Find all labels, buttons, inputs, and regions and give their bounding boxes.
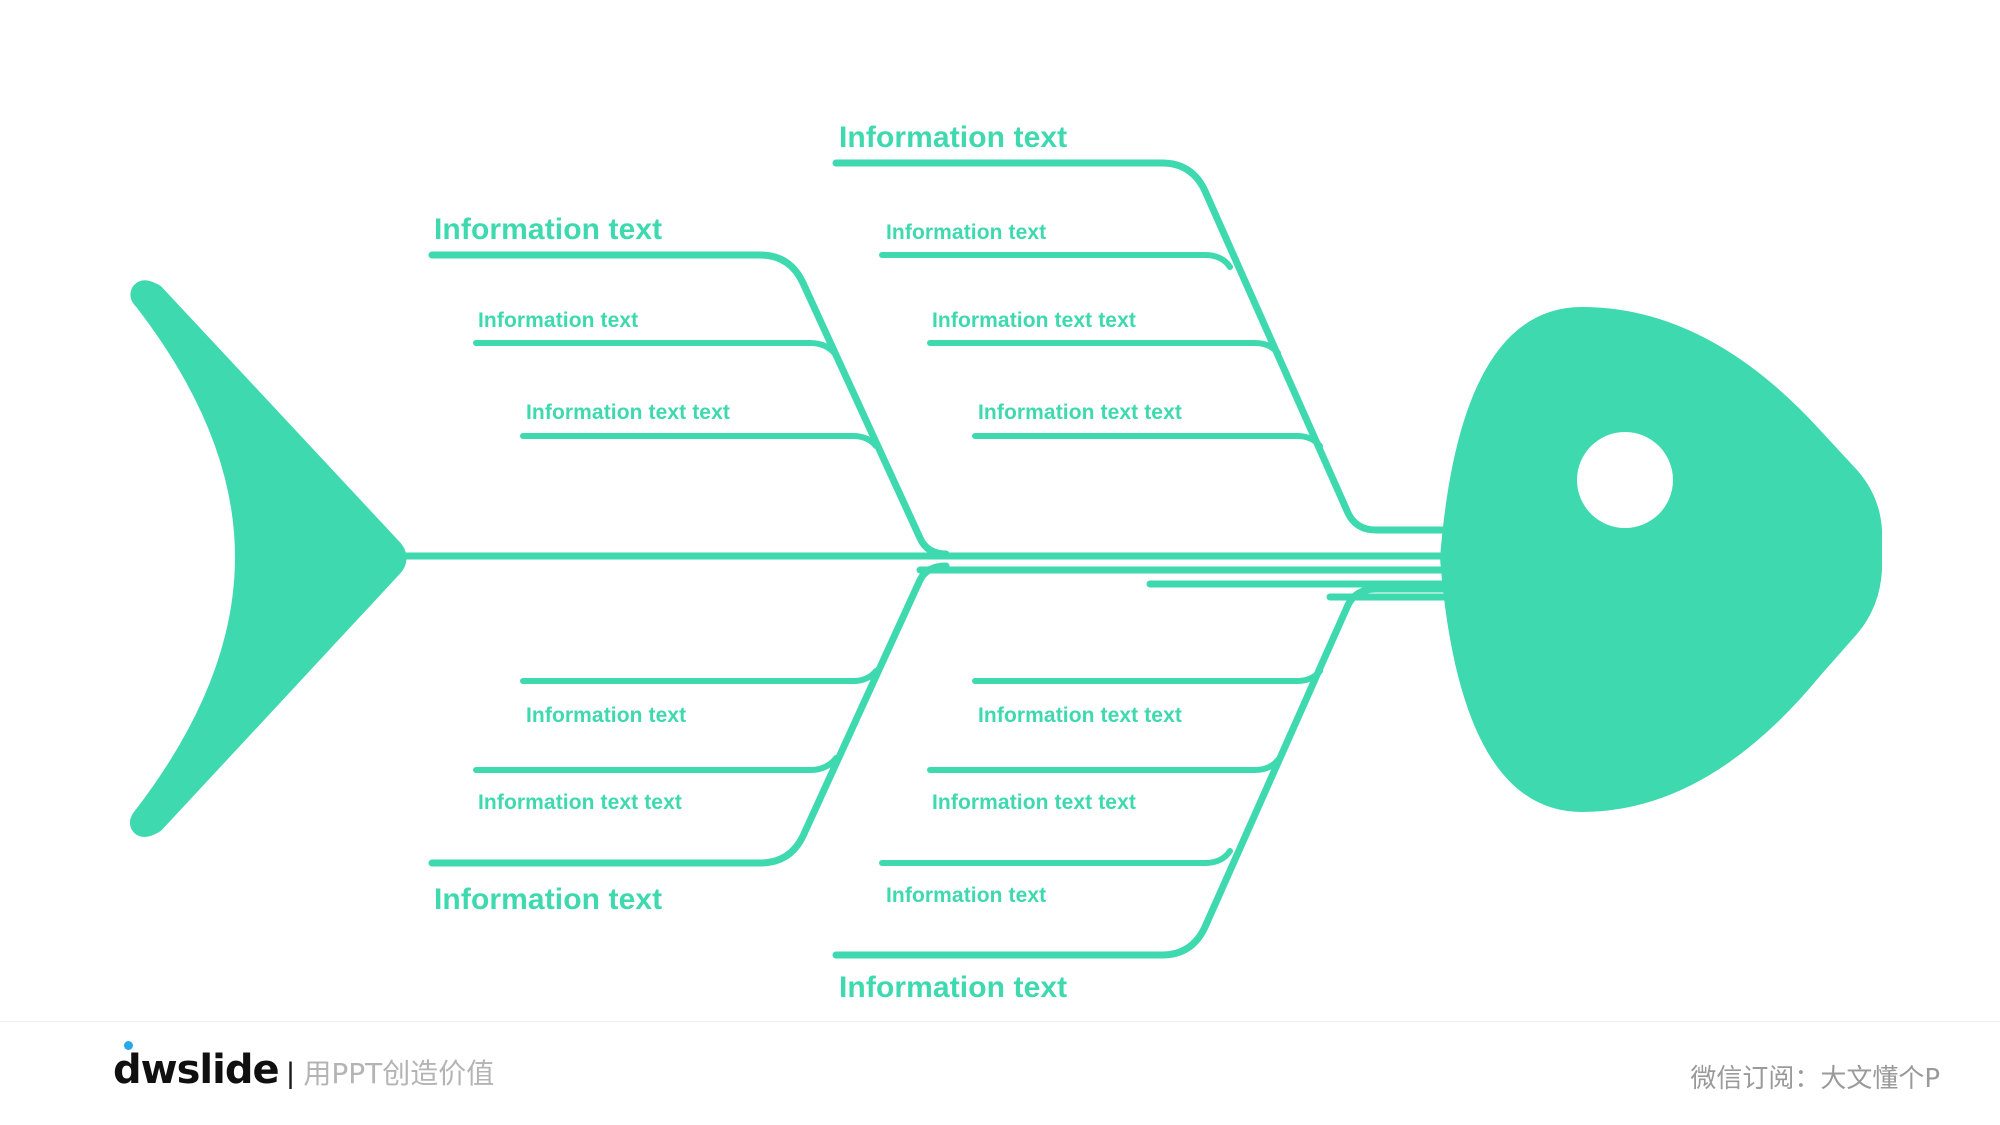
fish-tail-shape [129, 280, 407, 837]
fish-head-shape [1440, 307, 1882, 812]
footer-bar: dwslide | 用PPT创造价值 微信订阅：大文懂个P [0, 1021, 2000, 1125]
label-bottom-left-1[interactable]: Information text [526, 704, 687, 727]
rib-top-right-main [832, 159, 1469, 534]
rib-top-right-1 [879, 252, 1233, 270]
rib-bottom-right-3 [879, 848, 1233, 866]
rib-top-right-3 [972, 433, 1323, 449]
label-top-right-main[interactable]: Information text [839, 121, 1068, 154]
rib-top-right-2 [927, 340, 1281, 356]
label-bottom-left-2[interactable]: Information text text [478, 791, 682, 814]
rib-bottom-left-2 [473, 755, 839, 773]
label-top-right-3[interactable]: Information text text [978, 401, 1182, 424]
label-bottom-right-main[interactable]: Information text [839, 971, 1068, 1004]
wechat-subscribe-text: 微信订阅：大文懂个P [1690, 1064, 1940, 1094]
fish-eye-circle [1577, 432, 1673, 528]
logo-dot-icon [124, 1041, 133, 1050]
brand-tagline: 用PPT创造价值 [303, 1057, 495, 1090]
rib-top-left-1 [473, 340, 839, 358]
label-top-right-1[interactable]: Information text [886, 221, 1047, 244]
label-bottom-right-1[interactable]: Information text text [978, 704, 1182, 727]
rib-top-left-main [428, 251, 950, 558]
rib-bottom-right-main [832, 585, 1469, 959]
rib-bottom-left-1 [520, 668, 879, 684]
rib-bottom-right-1 [972, 668, 1323, 684]
label-top-left-2[interactable]: Information text text [526, 401, 730, 424]
brand-lockup: dwslide | 用PPT创造价值 [113, 1041, 495, 1093]
label-top-right-2[interactable]: Information text text [932, 309, 1136, 332]
label-top-left-1[interactable]: Information text [478, 309, 639, 332]
rib-top-left-2 [520, 433, 879, 449]
rib-bottom-right-2 [927, 757, 1281, 773]
brand-separator: | [286, 1057, 295, 1090]
label-top-left-main[interactable]: Information text [434, 213, 663, 246]
label-bottom-left-main[interactable]: Information text [434, 883, 663, 916]
brand-logo-text: dwslide [113, 1047, 280, 1093]
brand-logo: dwslide [113, 1041, 280, 1093]
label-bottom-right-3[interactable]: Information text [886, 884, 1047, 907]
rib-bottom-left-main [428, 562, 950, 867]
label-bottom-right-2[interactable]: Information text text [932, 791, 1136, 814]
